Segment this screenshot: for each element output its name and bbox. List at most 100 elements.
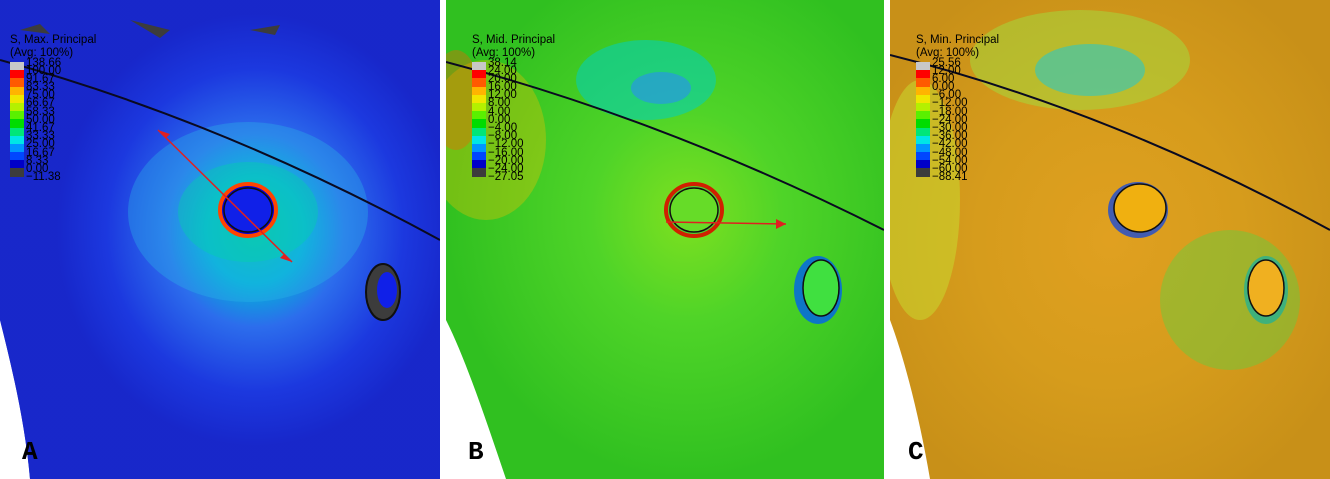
legend-swatch [10,78,24,87]
legend-tick: −11.38 [26,171,61,184]
legend-swatch [472,160,486,169]
legend-swatch [916,78,930,87]
legend-band: −42.00 [916,139,999,153]
legend-band: −18.00 [916,106,999,120]
legend-tick: 24.00 [488,64,517,77]
legend-tick: −60.00 [932,162,968,175]
legend-tick: −48.00 [932,146,968,159]
legend-tick: 75.00 [26,89,55,102]
legend-swatch [472,152,486,161]
legend-band: 12.00 [472,90,555,103]
legend-tick: 58.33 [26,105,55,118]
legend-swatch [472,102,486,112]
legend-band: −8.00 [472,130,555,144]
legend-subtitle: (Avg: 100%) [916,47,980,59]
legend-swatch [472,127,486,136]
legend-swatch [472,119,486,128]
legend-band: −4.00 [472,122,555,136]
legend-band: 16.00 [472,81,555,95]
legend-swatch [10,86,24,95]
legend-tick: −24.00 [488,162,524,175]
legend-band: −16.00 [472,147,555,161]
legend-tick: 100.00 [26,64,62,77]
legend-tick: −24.00 [932,113,968,126]
legend-band: 41.67 [10,122,96,136]
legend-swatch [916,168,930,177]
legend-swatch [916,160,930,169]
legend-band: 66.67 [10,98,96,112]
legend-tick: 16.00 [488,81,517,94]
legend-band: 8.33 [10,155,96,169]
legend-band: 8.00 [472,98,555,112]
legend-subtitle: (Avg: 100%) [472,47,536,59]
legend-tick: 50.00 [26,113,55,126]
legend-tick: 16.67 [26,146,55,159]
legend-swatch [472,94,486,103]
legend-tick: 12.00 [932,64,961,77]
legend-band: −24.00 [916,114,999,128]
legend-swatch [472,135,486,144]
legend-band: −12.00 [472,139,555,153]
legend-band: 100.00 [10,65,96,79]
legend-title: S, Max. Principal [10,34,97,46]
legend-band: 20.00 [472,73,555,87]
legend-tick: −12.00 [932,97,968,110]
legend-band: −24.00 [472,163,555,177]
legend-swatch [472,111,486,120]
legend-tick: 38.14 [488,56,517,69]
legend-tick: −54.00 [932,154,968,167]
legend-subtitle: (Avg: 100%) [10,47,74,59]
legend-band: −54.00 [916,155,999,169]
legend-swatch [916,86,930,95]
legend-swatch [472,78,486,87]
legend-band: 4.00 [472,106,555,120]
legend-tick: 4.00 [488,105,511,118]
legend-tick: 20.00 [488,72,517,85]
legend-swatch [916,119,930,128]
legend-tick: 0.00 [26,162,49,175]
panel-label: B [468,437,484,467]
legend-swatch [472,168,486,177]
legend-band: 91.67 [10,73,96,87]
legend-band: 6.00 [916,73,999,87]
legend-swatch [10,168,24,177]
legend-tick: −4.00 [488,122,518,134]
legend-tick: −18.00 [932,105,968,118]
legend-band: 12.00 [916,65,999,79]
legend-tick: 91.67 [26,72,55,85]
legend-swatch [916,111,930,120]
legend-band: 16.67 [10,147,96,161]
legend-band: 0.00 [10,163,96,177]
legend-tick: 66.67 [26,97,55,110]
legend-swatch [916,62,930,71]
legend-tick: −36.00 [932,130,968,143]
panel-label: C [908,437,924,467]
legend-tick: 8.00 [488,97,511,110]
legend-band: 25.56 [916,57,999,71]
legend-tick: −42.00 [932,138,968,151]
legend-swatch [10,152,24,161]
legend-tick: −8.00 [488,130,518,143]
legend-tick: −16.00 [488,146,524,159]
legend-tick: −30.00 [932,122,968,134]
legend-band: 58.33 [10,106,96,120]
legend-swatch [916,143,930,153]
legend-swatch [916,135,930,144]
legend-band: −30.00 [916,122,999,136]
legend-tick: −12.00 [488,138,524,151]
legend-band: −36.00 [916,130,999,144]
legend-swatch [10,143,24,153]
legend-tick: −6.00 [932,89,962,102]
legend-tick: 0.00 [932,81,955,94]
legend-tick: −27.05 [488,171,524,184]
legend-tick: 33.33 [26,130,55,143]
legend-swatch [10,119,24,128]
legend-title: S, Min. Principal [916,34,1000,46]
legend-swatch [916,152,930,161]
legend-swatch [916,127,930,136]
legend-swatch [10,102,24,112]
